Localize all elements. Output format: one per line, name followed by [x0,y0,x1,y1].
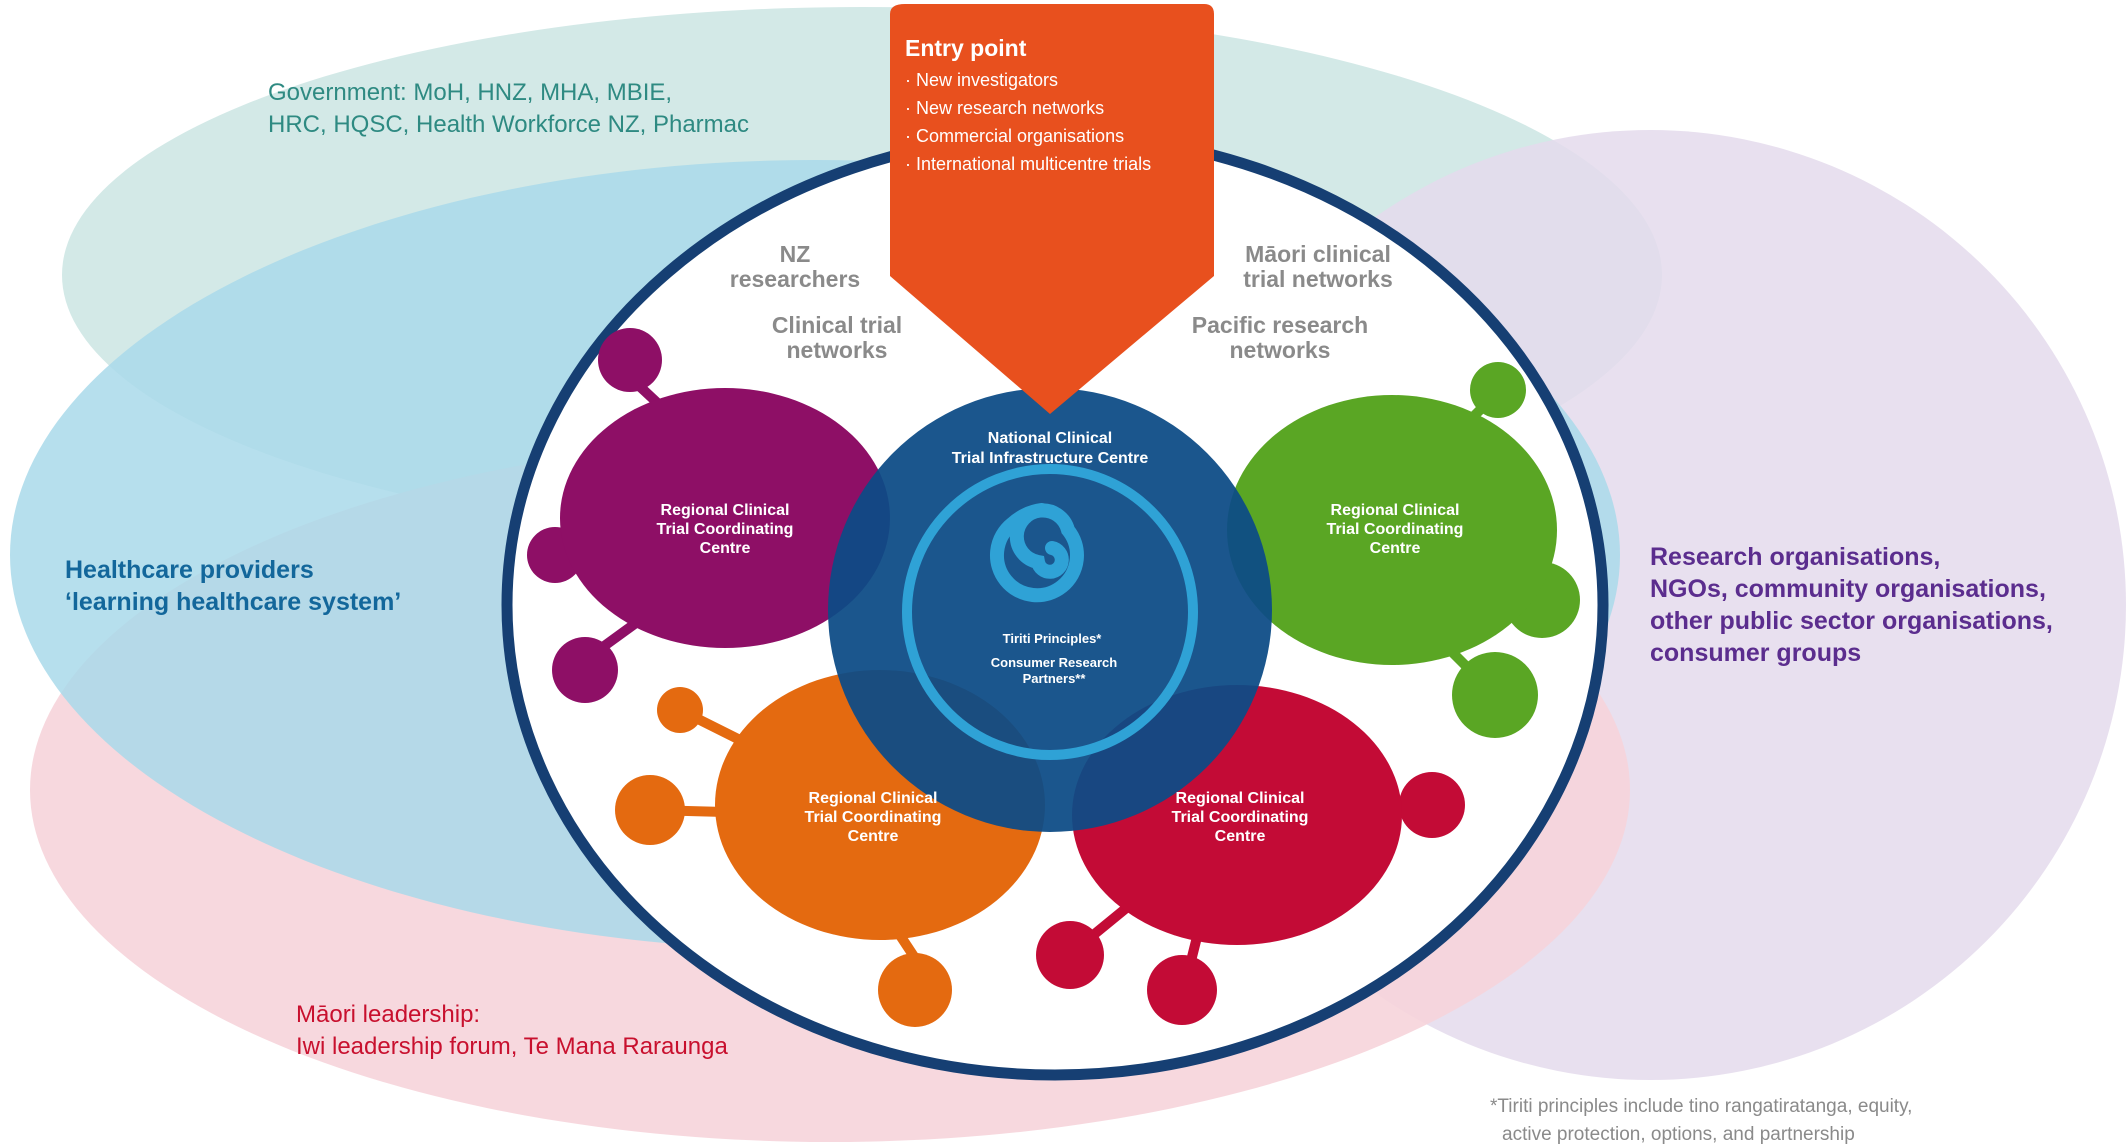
entry-point-item: · New research networks [905,98,1104,118]
green-node [1470,362,1526,418]
national-centre-title: Trial Infrastructure Centre [952,450,1149,467]
orange-centre-label: Centre [848,828,899,845]
government-label: Government: MoH, HNZ, MHA, MBIE, [268,79,672,106]
red-node [1147,955,1217,1025]
research-orgs-label: Research organisations, [1650,543,1940,571]
purple-centre-label: Centre [700,540,751,557]
pacific-networks-label: Pacific research [1192,312,1368,338]
purple-node [552,637,618,703]
entry-point-item: · Commercial organisations [905,126,1124,146]
pacific-networks-label: networks [1230,337,1331,363]
red-centre-label: Centre [1215,828,1266,845]
green-centre-label: Centre [1370,540,1421,557]
research-orgs-label: other public sector organisations, [1650,607,2053,635]
entry-point-callout [890,4,1214,414]
regional-centre-purple [527,328,890,703]
clinical-trial-networks-label: networks [787,337,888,363]
research-orgs-label: NGOs, community organisations, [1650,575,2046,603]
purple-centre-label: Trial Coordinating [657,521,794,538]
consumer-partners-label: Consumer Research [991,655,1117,670]
purple-centre-label: Regional Clinical [661,502,790,519]
research-orgs-label: consumer groups [1650,639,1861,667]
green-centre-label: Regional Clinical [1331,502,1460,519]
orange-node [657,687,703,733]
maori-networks-label: trial networks [1243,266,1393,292]
spiral-ring [902,464,1198,760]
maori-leadership-label: Iwi leadership forum, Te Mana Raraunga [296,1033,728,1060]
tiriti-principles-label: Tiriti Principles* [1003,631,1103,646]
government-label: HRC, HQSC, Health Workforce NZ, Pharmac [268,111,749,138]
regional-centre-green [1227,362,1580,738]
green-centre-label: Trial Coordinating [1327,521,1464,538]
footnote: *Tiriti principles include tino rangatir… [1490,1096,1912,1117]
national-centre-title: National Clinical [988,430,1112,447]
entry-point-item: · International multicentre trials [905,154,1151,174]
consumer-partners-label: Partners** [1023,671,1087,686]
entry-point-item: · New investigators [905,70,1058,90]
maori-leadership-label: Māori leadership: [296,1001,480,1028]
red-node [1399,772,1465,838]
red-node [1036,921,1104,989]
footnote: active protection, options, and partners… [1502,1124,1855,1145]
clinical-trial-networks-label: Clinical trial [772,312,902,338]
maori-networks-label: Māori clinical [1245,241,1391,267]
entry-point-title: Entry point [905,35,1027,61]
nz-researchers-label: NZ [780,241,811,267]
orange-node [615,775,685,845]
orange-centre-label: Regional Clinical [809,790,938,807]
nz-researchers-label: researchers [730,266,860,292]
orange-centre-label: Trial Coordinating [805,809,942,826]
red-centre-label: Regional Clinical [1176,790,1305,807]
green-node [1452,652,1538,738]
purple-node [598,328,662,392]
orange-node [878,953,952,1027]
healthcare-label: Healthcare providers [65,556,314,584]
national-centre [828,388,1272,832]
koru-spiral-icon [989,503,1084,603]
healthcare-label: ‘learning healthcare system’ [65,588,401,616]
red-centre-label: Trial Coordinating [1172,809,1309,826]
